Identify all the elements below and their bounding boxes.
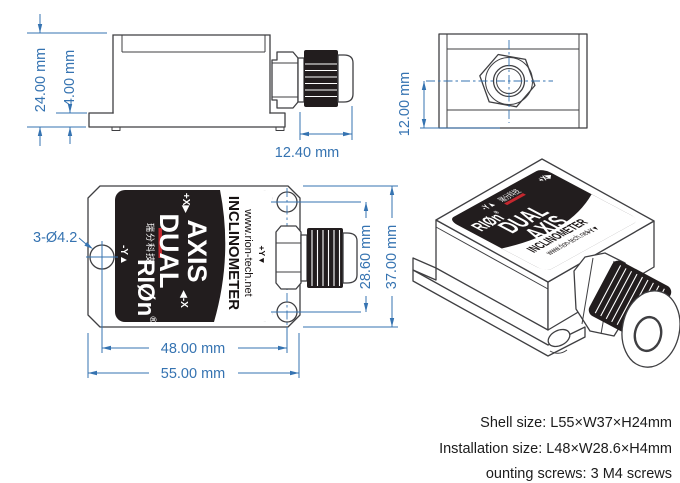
- iso-flange-hole: [547, 328, 571, 348]
- dim-gland-center-height: 12.00 mm: [397, 72, 500, 136]
- dim-mounting-holes-label: 3-Ø4.2: [33, 230, 77, 246]
- hole-crosshairs: [86, 201, 303, 313]
- axis-marker-neg-y: -Y▲: [118, 245, 129, 265]
- iso-cable-gland: [573, 252, 680, 368]
- side-body-outline: [112, 34, 271, 114]
- side-lid-seam: [121, 35, 266, 53]
- plan-gland-facets: [276, 242, 301, 273]
- axis-marker-neg-x: ◀-X: [178, 290, 189, 308]
- dim-mounting-holes: 3-Ø4.2: [33, 230, 93, 249]
- side-flange: [88, 112, 286, 128]
- note-mounting-screws: ounting screws: 3 M4 screws: [486, 466, 672, 482]
- registered-mark: ®: [148, 316, 158, 323]
- iso-axis-pos-x: +X▶: [535, 172, 556, 183]
- dim-shell-width: 37.00 mm: [303, 185, 400, 328]
- dim-total-height-label: 24.00 mm: [33, 48, 49, 112]
- axis-marker-pos-x: +X▶: [180, 193, 191, 214]
- dim-total-height: 24.00 mm: [27, 14, 107, 146]
- end-centerlines: [426, 40, 553, 123]
- plan-gland-cap: [342, 232, 358, 284]
- note-installation-size: Installation size: L48×W28.6×H4mm: [439, 441, 672, 457]
- axis-marker-pos-y: +Y▼: [257, 245, 267, 264]
- dim-flange-height-label: 4.00 mm: [62, 50, 78, 106]
- iso-gland-cap-hole: [633, 315, 663, 353]
- dim-shell-length: 55.00 mm: [87, 333, 300, 382]
- dim-hole-pitch-length-label: 48.00 mm: [161, 341, 225, 357]
- iso-product-label: -Y▲ 瑞分科技 RIØn® +X▶ DUAL AXIS ◀-X INCLINO…: [452, 170, 637, 271]
- dim-flange-height: 4.00 mm: [56, 50, 87, 144]
- plan-view: -Y▲ 瑞分科技 RIØn® +X▶ ◀-X DUAL AXIS INCLINO…: [33, 185, 400, 382]
- dim-shell-width-label: 37.00 mm: [384, 225, 400, 289]
- iso-lid-seam: [435, 226, 549, 290]
- gland-hex-facets: [272, 62, 298, 98]
- logo-tagline-bar: [158, 228, 162, 258]
- gland-ribs: [305, 63, 337, 98]
- gland-collar: [297, 57, 305, 103]
- dim-hole-pitch-width-label: 28.60 mm: [358, 225, 374, 289]
- end-gland-nut: [479, 53, 536, 108]
- side-feet: [111, 127, 285, 131]
- iso-axis-neg-y: -Y▲: [478, 201, 498, 212]
- side-cable-gland: [271, 50, 354, 109]
- iso-flange-notch: [549, 349, 568, 354]
- gland-ribbed-body: [304, 50, 338, 107]
- dim-shell-length-label: 55.00 mm: [161, 366, 225, 382]
- plan-product-label: -Y▲ 瑞分科技 RIØn® +X▶ ◀-X DUAL AXIS INCLINO…: [115, 190, 273, 323]
- product-line1: DUAL: [154, 214, 184, 289]
- plan-gland-collar: [300, 234, 308, 282]
- dim-hole-pitch-length: 48.00 mm: [101, 272, 288, 357]
- plan-gland-hex: [275, 225, 302, 290]
- gland-cap: [337, 54, 354, 103]
- dim-gland-center-height-label: 12.00 mm: [397, 72, 413, 136]
- dim-hole-pitch-width: 28.60 mm: [298, 201, 374, 313]
- note-shell-size: Shell size: L55×W37×H24mm: [480, 415, 672, 431]
- website: www.rion-tech.net: [242, 208, 254, 296]
- label-white-arc: [214, 190, 273, 322]
- plan-cable-gland: [275, 225, 358, 290]
- product-line2: AXIS: [182, 219, 212, 282]
- gland-hex-nut: [271, 51, 299, 109]
- end-view: 12.00 mm: [397, 33, 588, 136]
- iso-label-white-arc: [501, 194, 637, 271]
- size-notes: Shell size: L55×W37×H24mm Installation s…: [439, 415, 672, 482]
- product-type: INCLINOMETER: [225, 196, 242, 310]
- iso-axis-pos-y: +Y▼: [582, 225, 602, 236]
- iso-logo-tagline-bar: [504, 193, 526, 206]
- plan-gland-ribs: [311, 230, 341, 286]
- iso-view: -Y▲ 瑞分科技 RIØn® +X▶ DUAL AXIS ◀-X INCLINO…: [412, 158, 680, 368]
- brand-chinese: 瑞分科技: [145, 223, 156, 263]
- iso-axis-neg-x: ◀-X: [512, 243, 531, 253]
- brand-logo: RIØn®: [132, 259, 159, 323]
- iso-flange-plate: [412, 269, 586, 357]
- dim-gland-length-label: 12.40 mm: [275, 145, 339, 161]
- plan-body-outline: [87, 185, 301, 328]
- side-view: 24.00 mm 4.00 mm 12.40 mm: [27, 14, 354, 161]
- dim-gland-length: 12.40 mm: [275, 106, 353, 161]
